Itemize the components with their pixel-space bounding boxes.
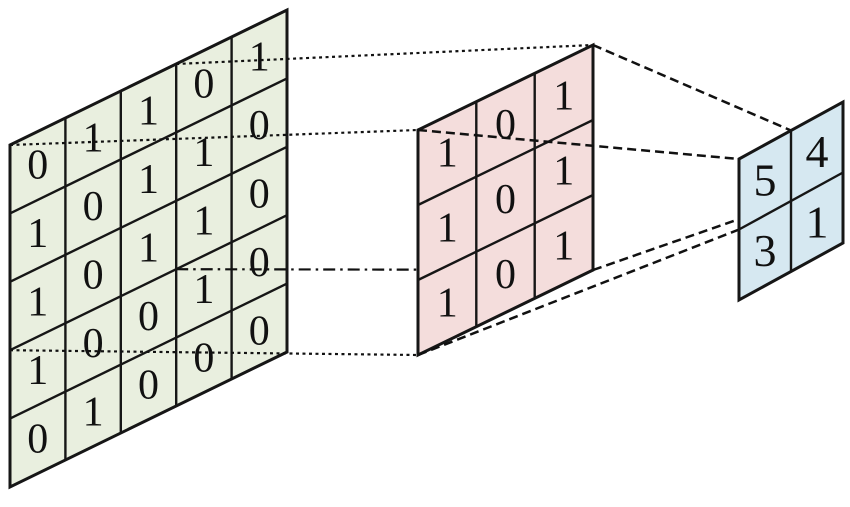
output-cell: 5 (754, 155, 777, 206)
input-cell: 0 (27, 143, 48, 189)
input-cell: 0 (27, 416, 48, 462)
grid-line (9, 214, 288, 352)
input-cell: 1 (27, 211, 48, 257)
connector-dotted-top (176, 43, 594, 66)
input-cell: 0 (249, 172, 270, 218)
input-cell: 1 (27, 348, 48, 394)
connector-dashed-bottomleft (417, 228, 740, 357)
input-cell: 0 (83, 321, 104, 367)
kernel-cell: 1 (553, 149, 574, 195)
input-matrix-face (8, 7, 289, 490)
kernel-cell: 1 (553, 224, 574, 270)
input-cell: 1 (249, 35, 270, 81)
grid-line (9, 77, 288, 215)
input-cell: 0 (193, 62, 214, 108)
input-cell: 1 (138, 157, 159, 203)
input-cell: 0 (249, 240, 270, 286)
input-cell: 1 (138, 226, 159, 272)
connector-dotted-upper (9, 128, 419, 147)
input-cell: 0 (249, 308, 270, 354)
input-matrix: 0 1 1 0 1 1 0 1 1 0 1 0 1 1 0 1 0 0 1 0 … (8, 7, 289, 490)
output-cell-values: 5 4 3 1 (754, 126, 829, 276)
kernel-matrix: 1 0 1 1 0 1 1 0 1 (416, 42, 595, 358)
input-cell: 1 (193, 199, 214, 245)
kernel-cell: 0 (495, 102, 516, 148)
kernel-cell: 1 (553, 74, 574, 120)
grid-line (417, 193, 594, 282)
output-cell: 4 (806, 126, 829, 177)
kernel-cell: 0 (495, 252, 516, 298)
output-matrix: 5 4 3 1 (737, 99, 845, 303)
input-cell: 0 (83, 253, 104, 299)
kernel-cell: 1 (437, 205, 458, 251)
connector-dashed-topleft (417, 128, 740, 161)
grid-line (738, 171, 844, 231)
connector-dashed-topright (592, 43, 792, 132)
input-cell: 1 (138, 89, 159, 135)
input-cell: 0 (138, 362, 159, 408)
input-cell-values: 0 1 1 0 1 1 0 1 1 0 1 0 1 1 0 1 0 0 1 0 … (27, 35, 270, 463)
kernel-cell-values: 1 0 1 1 0 1 1 0 1 (437, 74, 575, 327)
input-cell: 0 (83, 184, 104, 230)
kernel-grid-lines (417, 73, 594, 327)
input-cell: 1 (83, 389, 104, 435)
output-grid-lines (738, 130, 844, 272)
input-cell: 0 (193, 335, 214, 381)
kernel-cell: 0 (495, 177, 516, 223)
input-cell: 1 (193, 130, 214, 176)
output-cell: 3 (754, 225, 777, 276)
input-cell: 1 (83, 116, 104, 162)
input-cell: 0 (138, 294, 159, 340)
input-cell: 0 (249, 103, 270, 149)
grid-line (417, 118, 594, 207)
input-cell: 1 (27, 280, 48, 326)
kernel-cell: 1 (437, 130, 458, 176)
connector-dotted-lower (9, 349, 419, 357)
grid-line (9, 145, 288, 283)
kernel-cell: 1 (437, 280, 458, 326)
output-cell: 1 (806, 197, 829, 248)
input-cell: 1 (193, 267, 214, 313)
